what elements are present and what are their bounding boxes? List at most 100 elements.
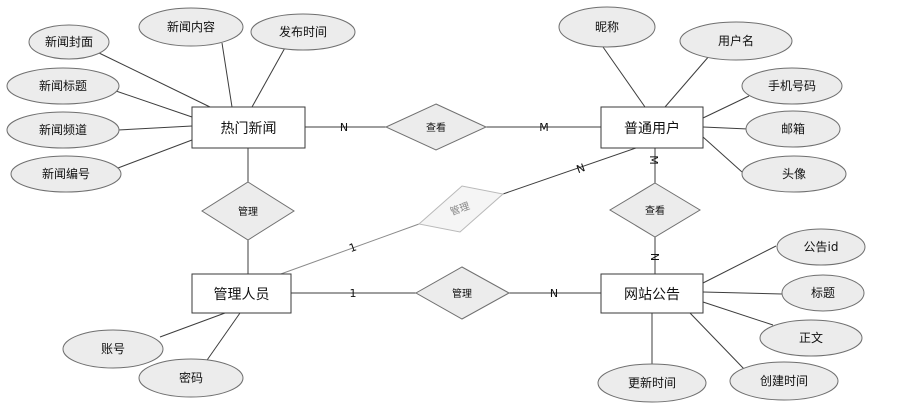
attribute-ellipse (781, 274, 865, 312)
attribute-label: 更新时间 (628, 375, 676, 390)
attribute-username: 用户名 (679, 21, 793, 61)
attribute-label: 新闻内容 (167, 19, 215, 34)
attribute-ellipse (597, 363, 707, 403)
attribute-label: 用户名 (718, 33, 754, 48)
edge-publish-time (251, 45, 287, 108)
relationship-view-news: 查看 (384, 103, 488, 151)
entity-label: 普通用户 (624, 120, 680, 137)
attribute-label: 密码 (179, 370, 203, 385)
attribute-update-time: 更新时间 (597, 363, 707, 403)
entity-admin: 管理人员 (191, 273, 292, 314)
entity-box (600, 273, 704, 314)
attribute-label: 昵称 (595, 20, 619, 34)
entity-box (191, 273, 292, 314)
attribute-label: 新闻标题 (39, 78, 87, 93)
attribute-nickname: 昵称 (558, 6, 656, 48)
cardinality-user-view-news: M (539, 121, 549, 134)
attribute-label: 头像 (782, 167, 806, 181)
attribute-ellipse (776, 228, 866, 266)
cardinality-notice-view-notice: N (648, 253, 661, 261)
edge-news-cover (96, 51, 211, 108)
edge-username (664, 54, 711, 108)
attribute-label: 手机号码 (768, 79, 816, 93)
cardinality-admin-manage-notice: 1 (350, 287, 357, 300)
attribute-ellipse (745, 110, 841, 148)
cardinality-news-view-news: N (340, 121, 348, 134)
relationship-diamond (609, 182, 701, 238)
edge-password (204, 312, 241, 364)
attribute-ellipse (741, 155, 847, 193)
entity-user: 普通用户 (600, 106, 704, 149)
edge-news-channel (117, 125, 193, 131)
cardinality-user-view-notice: M (647, 155, 660, 165)
attribute-label: 发布时间 (279, 24, 327, 39)
edge-nickname (602, 46, 646, 108)
entity-label: 热门新闻 (221, 121, 277, 137)
relationship-view-notice: 查看 (609, 182, 701, 238)
relationship-manage-users: 管理 (417, 185, 505, 233)
relationship-diamond (384, 103, 488, 151)
attribute-ellipse (741, 67, 843, 105)
edge-news-title (115, 90, 193, 118)
edge-create-time (689, 312, 746, 371)
entity-hot-news: 热门新闻 (191, 106, 306, 149)
attribute-ellipse (729, 361, 839, 401)
attribute-news-title: 新闻标题 (6, 67, 120, 105)
relationship-label: 查看 (426, 121, 446, 134)
attribute-label: 新闻编号 (42, 166, 90, 181)
attribute-ellipse (10, 155, 122, 193)
cardinality-notice-manage-notice: N (550, 287, 558, 300)
attribute-ellipse (759, 319, 863, 357)
entity-notice: 网站公告 (600, 273, 704, 314)
entity-box (191, 106, 306, 149)
attribute-email: 邮箱 (745, 110, 841, 148)
entity-label: 管理人员 (214, 287, 270, 303)
attribute-label: 邮箱 (781, 121, 805, 136)
edge-news-content (221, 42, 233, 108)
attribute-password: 密码 (138, 358, 244, 398)
edge-notice-body (702, 301, 774, 326)
attribute-news-channel: 新闻频道 (6, 111, 120, 149)
attribute-ellipse (138, 7, 244, 47)
edge-notice-id (702, 245, 777, 284)
attribute-label: 账号 (101, 342, 125, 356)
relationship-manage-news: 管理 (201, 181, 295, 241)
attribute-avatar: 头像 (741, 155, 847, 193)
attribute-ellipse (62, 329, 164, 369)
edge-account (159, 312, 226, 338)
attribute-label: 正文 (799, 330, 823, 345)
entity-box (600, 106, 704, 149)
attribute-label: 创建时间 (760, 374, 808, 388)
entity-label: 网站公告 (624, 287, 680, 303)
connector-lines (96, 42, 783, 371)
attribute-ellipse (679, 21, 793, 61)
edge-email (702, 126, 749, 130)
edge-admin-manage-faded (277, 223, 420, 276)
attribute-notice-id: 公告id (776, 228, 866, 266)
relationship-label: 管理 (452, 287, 472, 300)
attribute-ellipse (138, 358, 244, 398)
attribute-phone: 手机号码 (741, 67, 843, 105)
edge-notice-title (702, 291, 783, 295)
edge-avatar (702, 136, 743, 173)
edge-manage-faded-user (502, 147, 637, 195)
relationship-diamond (201, 181, 295, 241)
attribute-notice-title: 标题 (781, 274, 865, 312)
attribute-label: 标题 (811, 286, 835, 300)
attribute-ellipse (250, 13, 356, 51)
edge-news-number (117, 139, 193, 169)
cardinality-admin-manage-users: 1 (347, 240, 358, 255)
attribute-label: 公告id (804, 240, 839, 254)
relationship-diamond (414, 266, 511, 320)
attribute-account: 账号 (62, 329, 164, 369)
attribute-ellipse (28, 24, 110, 60)
attribute-ellipse (6, 67, 120, 105)
relationship-diamond (417, 185, 505, 233)
attribute-news-content: 新闻内容 (138, 7, 244, 47)
relationship-label: 查看 (645, 204, 665, 217)
attribute-create-time: 创建时间 (729, 361, 839, 401)
attribute-label: 新闻频道 (39, 122, 87, 137)
edge-phone (702, 95, 750, 119)
attribute-publish-time: 发布时间 (250, 13, 356, 51)
